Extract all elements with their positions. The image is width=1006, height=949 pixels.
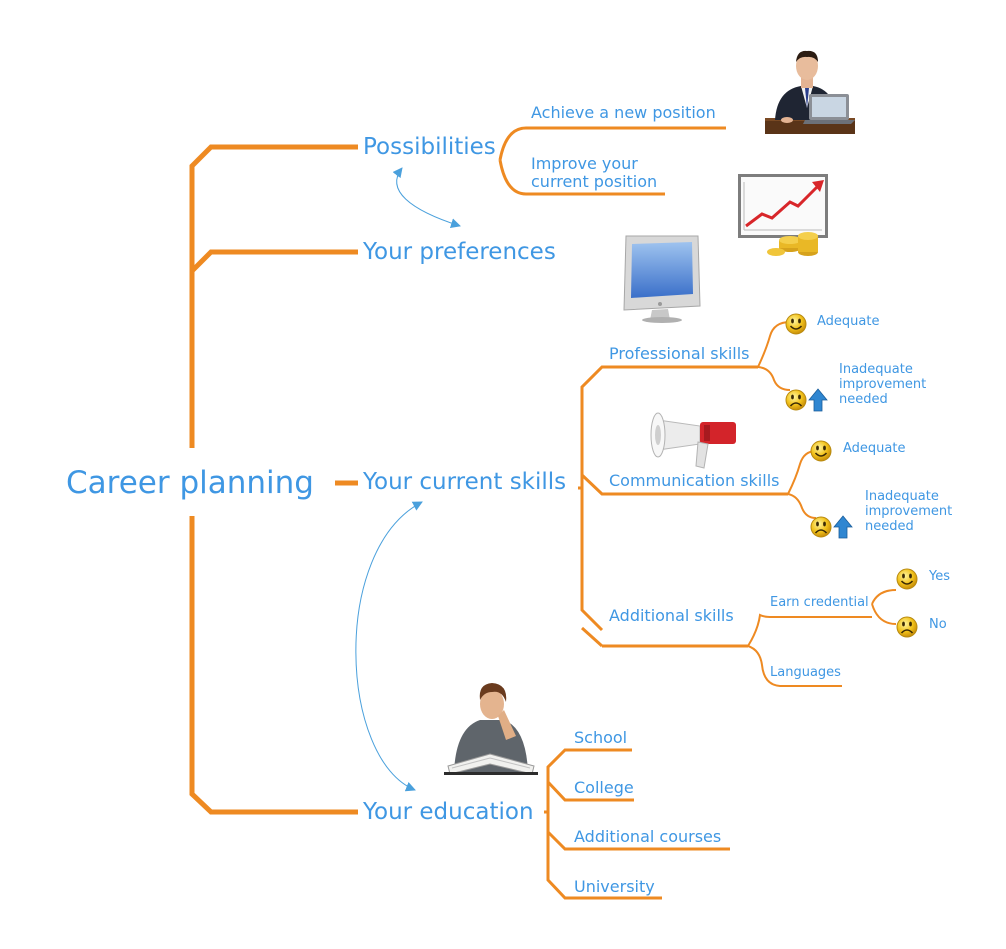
- topic-your-preferences[interactable]: Your preferences: [363, 239, 556, 265]
- credential-no-label[interactable]: No: [929, 617, 947, 632]
- smiley-sad-icon: [896, 616, 918, 638]
- communication-adequate-label[interactable]: Adequate: [843, 441, 906, 456]
- credential-yes-label[interactable]: Yes: [929, 569, 950, 584]
- topic-your-current-skills[interactable]: Your current skills: [363, 469, 567, 495]
- megaphone-icon: [650, 412, 736, 469]
- subtopic-professional-skills[interactable]: Professional skills: [609, 344, 750, 363]
- growth-chart-coins-icon: [738, 174, 828, 256]
- subtopic-school[interactable]: School: [574, 728, 628, 747]
- subtopic-university[interactable]: University: [574, 877, 655, 896]
- up-arrow-icon: [833, 515, 853, 539]
- businessman-laptop-icon: [765, 50, 855, 134]
- monitor-icon: [623, 235, 701, 323]
- subtopic-additional-skills[interactable]: Additional skills: [609, 606, 734, 625]
- subtopic-improve-current-position[interactable]: Improve your current position: [531, 154, 658, 191]
- root-topic-career-planning[interactable]: Career planning: [66, 465, 314, 501]
- relationship-arrows: [355, 167, 461, 792]
- earn-credential-label[interactable]: Earn credential: [770, 595, 869, 610]
- languages-label[interactable]: Languages: [770, 665, 841, 680]
- subtopic-achieve-new-position[interactable]: Achieve a new position: [531, 103, 716, 122]
- smiley-happy-icon: [785, 313, 807, 335]
- smiley-sad-icon: [785, 389, 807, 411]
- education-branch-lines: [544, 748, 730, 900]
- smiley-sad-icon: [810, 516, 832, 538]
- smiley-happy-icon: [896, 568, 918, 590]
- professional-adequate-label[interactable]: Adequate: [817, 314, 880, 329]
- main-branch-lines: [189, 144, 358, 815]
- up-arrow-icon: [808, 388, 828, 412]
- professional-inadequate-label[interactable]: Inadequate improvement needed: [839, 362, 927, 407]
- current-skills-branch-lines: [578, 321, 897, 687]
- topic-your-education[interactable]: Your education: [363, 799, 534, 825]
- subtopic-college[interactable]: College: [574, 778, 634, 797]
- subtopic-additional-courses[interactable]: Additional courses: [574, 827, 722, 846]
- communication-inadequate-label[interactable]: Inadequate improvement needed: [865, 489, 953, 534]
- possibilities-branch-lines: [498, 126, 726, 196]
- smiley-happy-icon: [810, 440, 832, 462]
- subtopic-communication-skills[interactable]: Communication skills: [609, 471, 780, 490]
- topic-possibilities[interactable]: Possibilities: [363, 134, 496, 160]
- student-reading-icon: [444, 683, 538, 775]
